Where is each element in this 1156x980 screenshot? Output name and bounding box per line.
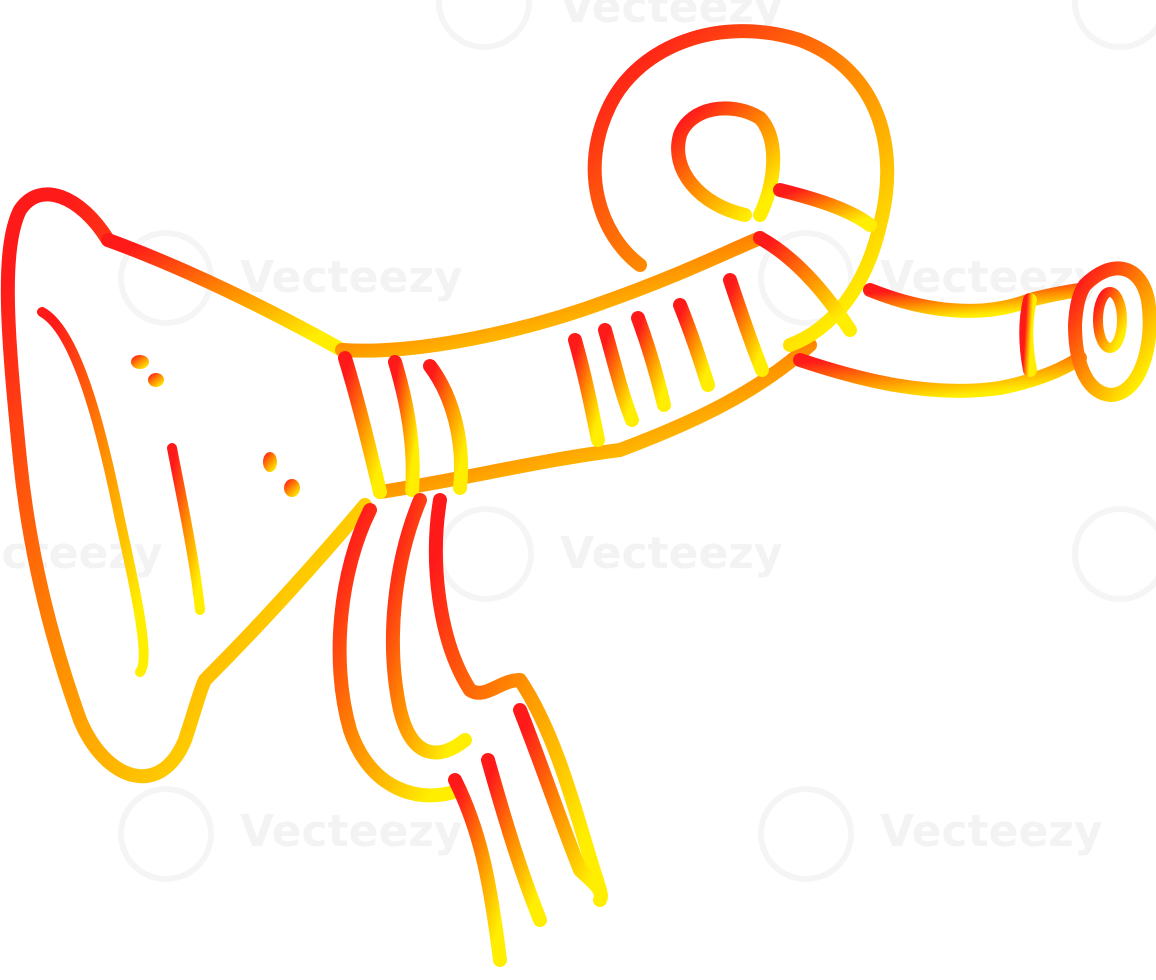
ribbon-tail-mid: [481, 753, 547, 927]
horn-bell-top-edge: [101, 233, 349, 357]
lead-pipe-bottom: [793, 351, 1087, 398]
ribbon-loop-left: [332, 503, 467, 803]
tube-band: [673, 298, 715, 392]
lead-pipe-ring: [1019, 293, 1037, 377]
horn-tube-top: [335, 231, 767, 358]
tube-band: [631, 311, 671, 412]
bell-highlight-dot: [131, 355, 149, 369]
bell-highlight-dot: [263, 452, 277, 472]
bell-highlight-dot: [284, 479, 300, 497]
horn-bell-outline: [0, 187, 372, 784]
tube-band: [598, 323, 639, 427]
tube-band: [723, 273, 769, 377]
horn-coil-inner: [671, 101, 781, 222]
horn-coil-outer: [587, 24, 895, 352]
mouthpiece-outer: [1068, 261, 1156, 402]
ribbon-tail-left: [448, 773, 507, 967]
bell-inner-line: [37, 307, 149, 677]
ribbon-loop-right: [385, 493, 472, 760]
bell-highlight-dot: [148, 373, 164, 387]
bell-inner-line-short: [167, 443, 205, 615]
tube-band: [388, 355, 420, 497]
tube-band: [338, 351, 387, 499]
tube-band: [423, 359, 469, 495]
tube-band: [568, 333, 605, 447]
lead-pipe-top: [863, 283, 1087, 318]
mouthpiece-opening: [1093, 287, 1127, 353]
ribbon-tail-right: [513, 703, 608, 907]
coil-crossing: [753, 231, 857, 337]
horn-tube-bottom: [373, 338, 817, 499]
ribbon-strand: [428, 493, 607, 897]
coil-connector: [773, 183, 877, 232]
